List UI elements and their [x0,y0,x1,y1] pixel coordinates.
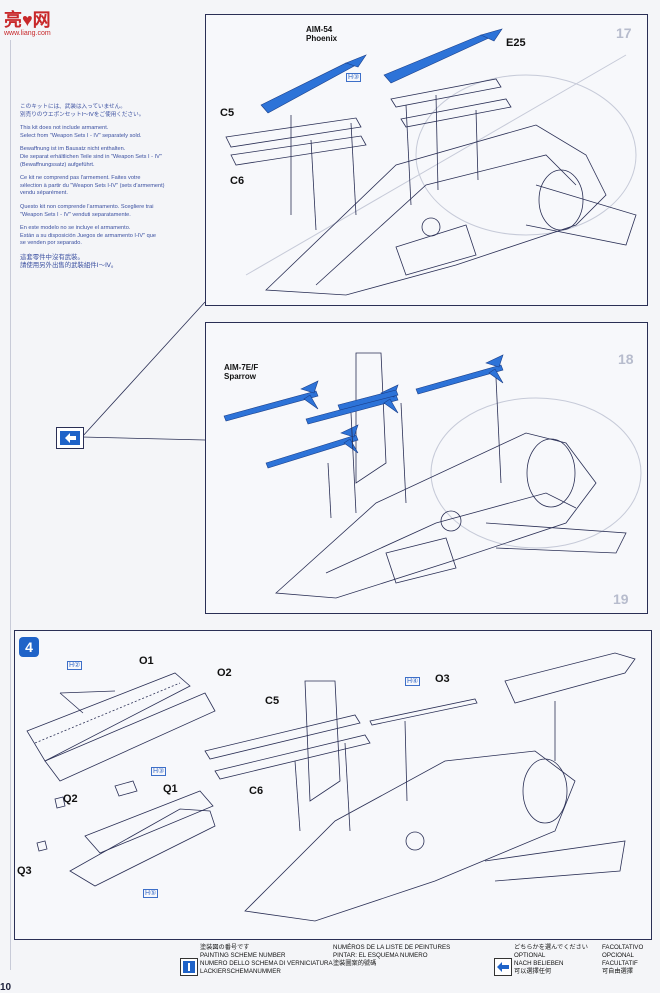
hole-ref-17: H③ [346,73,362,82]
panel-number-18: 18 [618,351,634,367]
part-label-e25: E25 [506,37,526,49]
panel-step4: 19 4 O1 O2 O3 Q1 Q2 Q3 [14,591,652,940]
notice-en: This kit does not include armament.Selec… [20,125,142,139]
notice-ja: このキットには、武装は入っていません。別売りのウエポンセットⅠ～Ⅳをご使用くださ… [20,104,145,118]
notice-fr: Ce kit ne comprend pas l'armement. Faite… [20,175,165,197]
optional-arrow-icon [56,427,84,449]
panel-step17: 17 AIM-54 Phoenix H③ C5 C6 E25 [205,14,648,306]
page-number: 10 [0,982,12,993]
panel-number-17: 17 [616,25,632,41]
part-label-c5: C5 [220,107,235,119]
part-label-q3: Q3 [17,865,32,877]
site-logo-main: 亮♥网 [4,10,51,30]
aim7-label: AIM-7E/F Sparrow [224,363,259,381]
hole-ref-h3: H③ [151,767,167,776]
painting-scheme-icon [180,958,198,976]
part-label-o3: O3 [435,673,450,685]
armament-notice: このキットには、武装は入っていません。別売りのウエポンセットⅠ～Ⅳをご使用くださ… [20,104,210,275]
notice-zh: 這套零件中沒有武裝。請使用另外出售的武裝組件Ⅰ～Ⅳ。 [20,253,118,269]
part-label-q1: Q1 [163,783,178,795]
notice-de: Bewaffnung ist im Bausatz nicht enthalte… [20,146,162,168]
margin-rule [10,40,11,970]
legend-painting-2: NUMÉROS DE LA LISTE DE PEINTURES PINTAR:… [333,944,451,967]
legend-painting: 塗装図の番号です PAINTING SCHEME NUMBER NUMERO D… [200,944,333,975]
notice-es: En este modelo no se incluye el armament… [20,225,157,247]
part-label-c5-step4: C5 [265,695,280,707]
step-badge: 4 [19,637,39,657]
part-label-c6-step4: C6 [249,785,264,797]
step17-illustration [225,28,637,296]
optional-icon [494,958,512,976]
hole-ref-h5: H⑤ [143,889,159,898]
part-label-o2: O2 [217,667,232,679]
site-logo-sub: www.liang.com [4,30,51,37]
step4-illustration [26,652,636,922]
site-logo: 亮♥网 www.liang.com [4,6,51,37]
part-label-q2: Q2 [63,793,78,805]
hole-ref-h4: H④ [405,677,421,686]
part-label-o1: O1 [139,655,154,667]
legend-optional: どちらかを選んでください OPTIONAL NACH BELIEBEN 可以選擇… [514,944,588,975]
panel-step18: 18 AIM-7E/F Sparrow [205,322,648,614]
panel-number-19: 19 [613,591,629,607]
part-label-c6: C6 [230,175,245,187]
legend-optional-2: FACOLTATIVO OPCIONAL FACULTATIF 可自由選擇 [602,944,644,975]
aim54-label: AIM-54 Phoenix [306,25,338,43]
hole-ref-h2: H② [67,661,83,670]
step18-illustration [223,352,642,599]
notice-it: Questo kit non comprende l'armamento. Sc… [20,203,154,218]
